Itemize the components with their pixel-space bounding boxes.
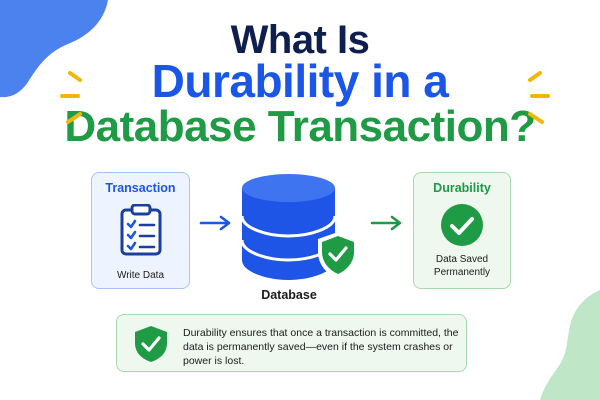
definition-text: Durability ensures that once a transacti…	[183, 327, 459, 368]
decorative-blob-top-left	[0, 0, 108, 98]
definition-note: Durability ensures that once a transacti…	[116, 314, 467, 372]
durability-card: Durability Data Saved Permanently	[413, 172, 511, 289]
shield-check-icon	[318, 232, 358, 279]
check-circle-icon	[441, 204, 483, 246]
title-line-1: What Is	[230, 18, 370, 62]
arrow-right-icon	[370, 215, 402, 231]
clipboard-checklist-icon	[120, 204, 162, 256]
durability-caption: Data Saved Permanently	[433, 254, 491, 278]
shield-check-icon	[135, 326, 167, 362]
arrow-right-icon	[199, 215, 231, 231]
transaction-card: Transaction Write Data	[91, 172, 190, 289]
durability-heading: Durability	[433, 181, 491, 195]
transaction-caption: Write Data	[116, 270, 165, 281]
title-line-3: Database Transaction?	[64, 102, 536, 151]
decorative-blob-bottom-right	[540, 290, 600, 400]
database-cylinder-icon	[240, 174, 358, 280]
database-label: Database	[261, 288, 317, 302]
title-line-2: Durability in a	[151, 55, 449, 107]
transaction-heading: Transaction	[105, 181, 176, 195]
